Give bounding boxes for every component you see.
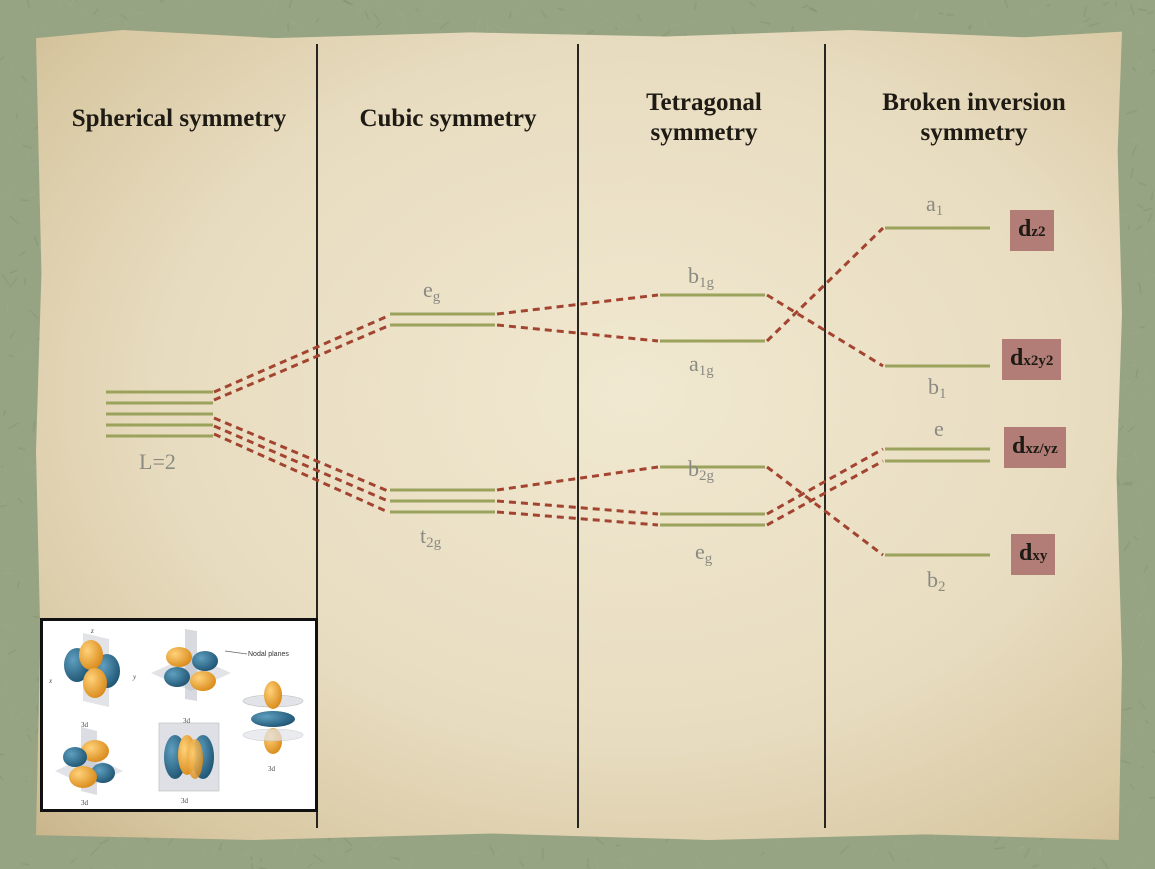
link-t2g-eg-1 bbox=[496, 499, 659, 516]
link-b2g-b2 bbox=[766, 465, 884, 557]
link-l2-t2g-1 bbox=[213, 416, 389, 493]
link-t2g-b2g bbox=[496, 465, 659, 492]
orbital-dz2 bbox=[242, 681, 304, 754]
title-tetragonal: Tetragonal symmetry bbox=[646, 89, 762, 146]
label-cubic-eg: eg bbox=[423, 277, 441, 306]
label-e: e bbox=[934, 416, 944, 441]
nodal-pointer-line bbox=[224, 650, 248, 655]
d-orbital-illustration: Nodal planes 3d 3d 3d 3d bbox=[48, 627, 304, 807]
orbital-caption-2: 3d bbox=[183, 717, 191, 725]
orbital-dxz bbox=[64, 633, 120, 707]
label-tetra-b1g: b1g bbox=[688, 263, 714, 292]
link-a1g-a1 bbox=[765, 226, 885, 343]
link-eg-a1g bbox=[496, 323, 659, 343]
link-l2-t2g-3 bbox=[213, 432, 389, 514]
title-spherical: Spherical symmetry bbox=[71, 105, 287, 132]
label-tetra-a1g: a1g bbox=[689, 351, 714, 380]
label-l2: L=2 bbox=[139, 449, 176, 474]
orbital-caption-4: 3d bbox=[81, 799, 89, 807]
link-l2-t2g-2 bbox=[213, 424, 389, 503]
orbital-caption-3: 3d bbox=[268, 765, 276, 773]
link-eg-e-2 bbox=[766, 459, 884, 527]
axis-label-x: x bbox=[48, 677, 53, 685]
label-a1: a1 bbox=[926, 191, 944, 220]
orbital-dx2-y2 bbox=[158, 722, 220, 792]
link-b1g-b1 bbox=[766, 293, 884, 368]
link-t2g-eg-2 bbox=[496, 510, 659, 527]
link-l2-eg-2 bbox=[213, 324, 389, 402]
orbital-dxy bbox=[151, 629, 231, 701]
label-tetra-b2g: b2g bbox=[688, 456, 714, 485]
label-b2: b2 bbox=[927, 567, 946, 596]
link-eg-e-1 bbox=[766, 447, 884, 516]
orbital-dyz bbox=[55, 727, 123, 795]
link-l2-eg-1 bbox=[213, 314, 389, 394]
orbital-caption-1: 3d bbox=[81, 721, 89, 729]
d-orbital-inset: Nodal planes 3d 3d 3d 3d bbox=[40, 618, 318, 812]
orbital-caption-5: 3d bbox=[181, 797, 189, 805]
link-eg-b1g bbox=[496, 293, 659, 316]
title-cubic: Cubic symmetry bbox=[359, 105, 537, 132]
title-broken-inversion: Broken inversion symmetry bbox=[882, 89, 1066, 146]
label-tetra-eg: eg bbox=[695, 539, 713, 568]
label-cubic-t2g: t2g bbox=[420, 523, 442, 552]
nodal-planes-label: Nodal planes bbox=[248, 651, 289, 658]
axis-label-y: y bbox=[132, 673, 137, 681]
axis-label-z: z bbox=[90, 627, 94, 635]
label-b1: b1 bbox=[928, 374, 947, 403]
